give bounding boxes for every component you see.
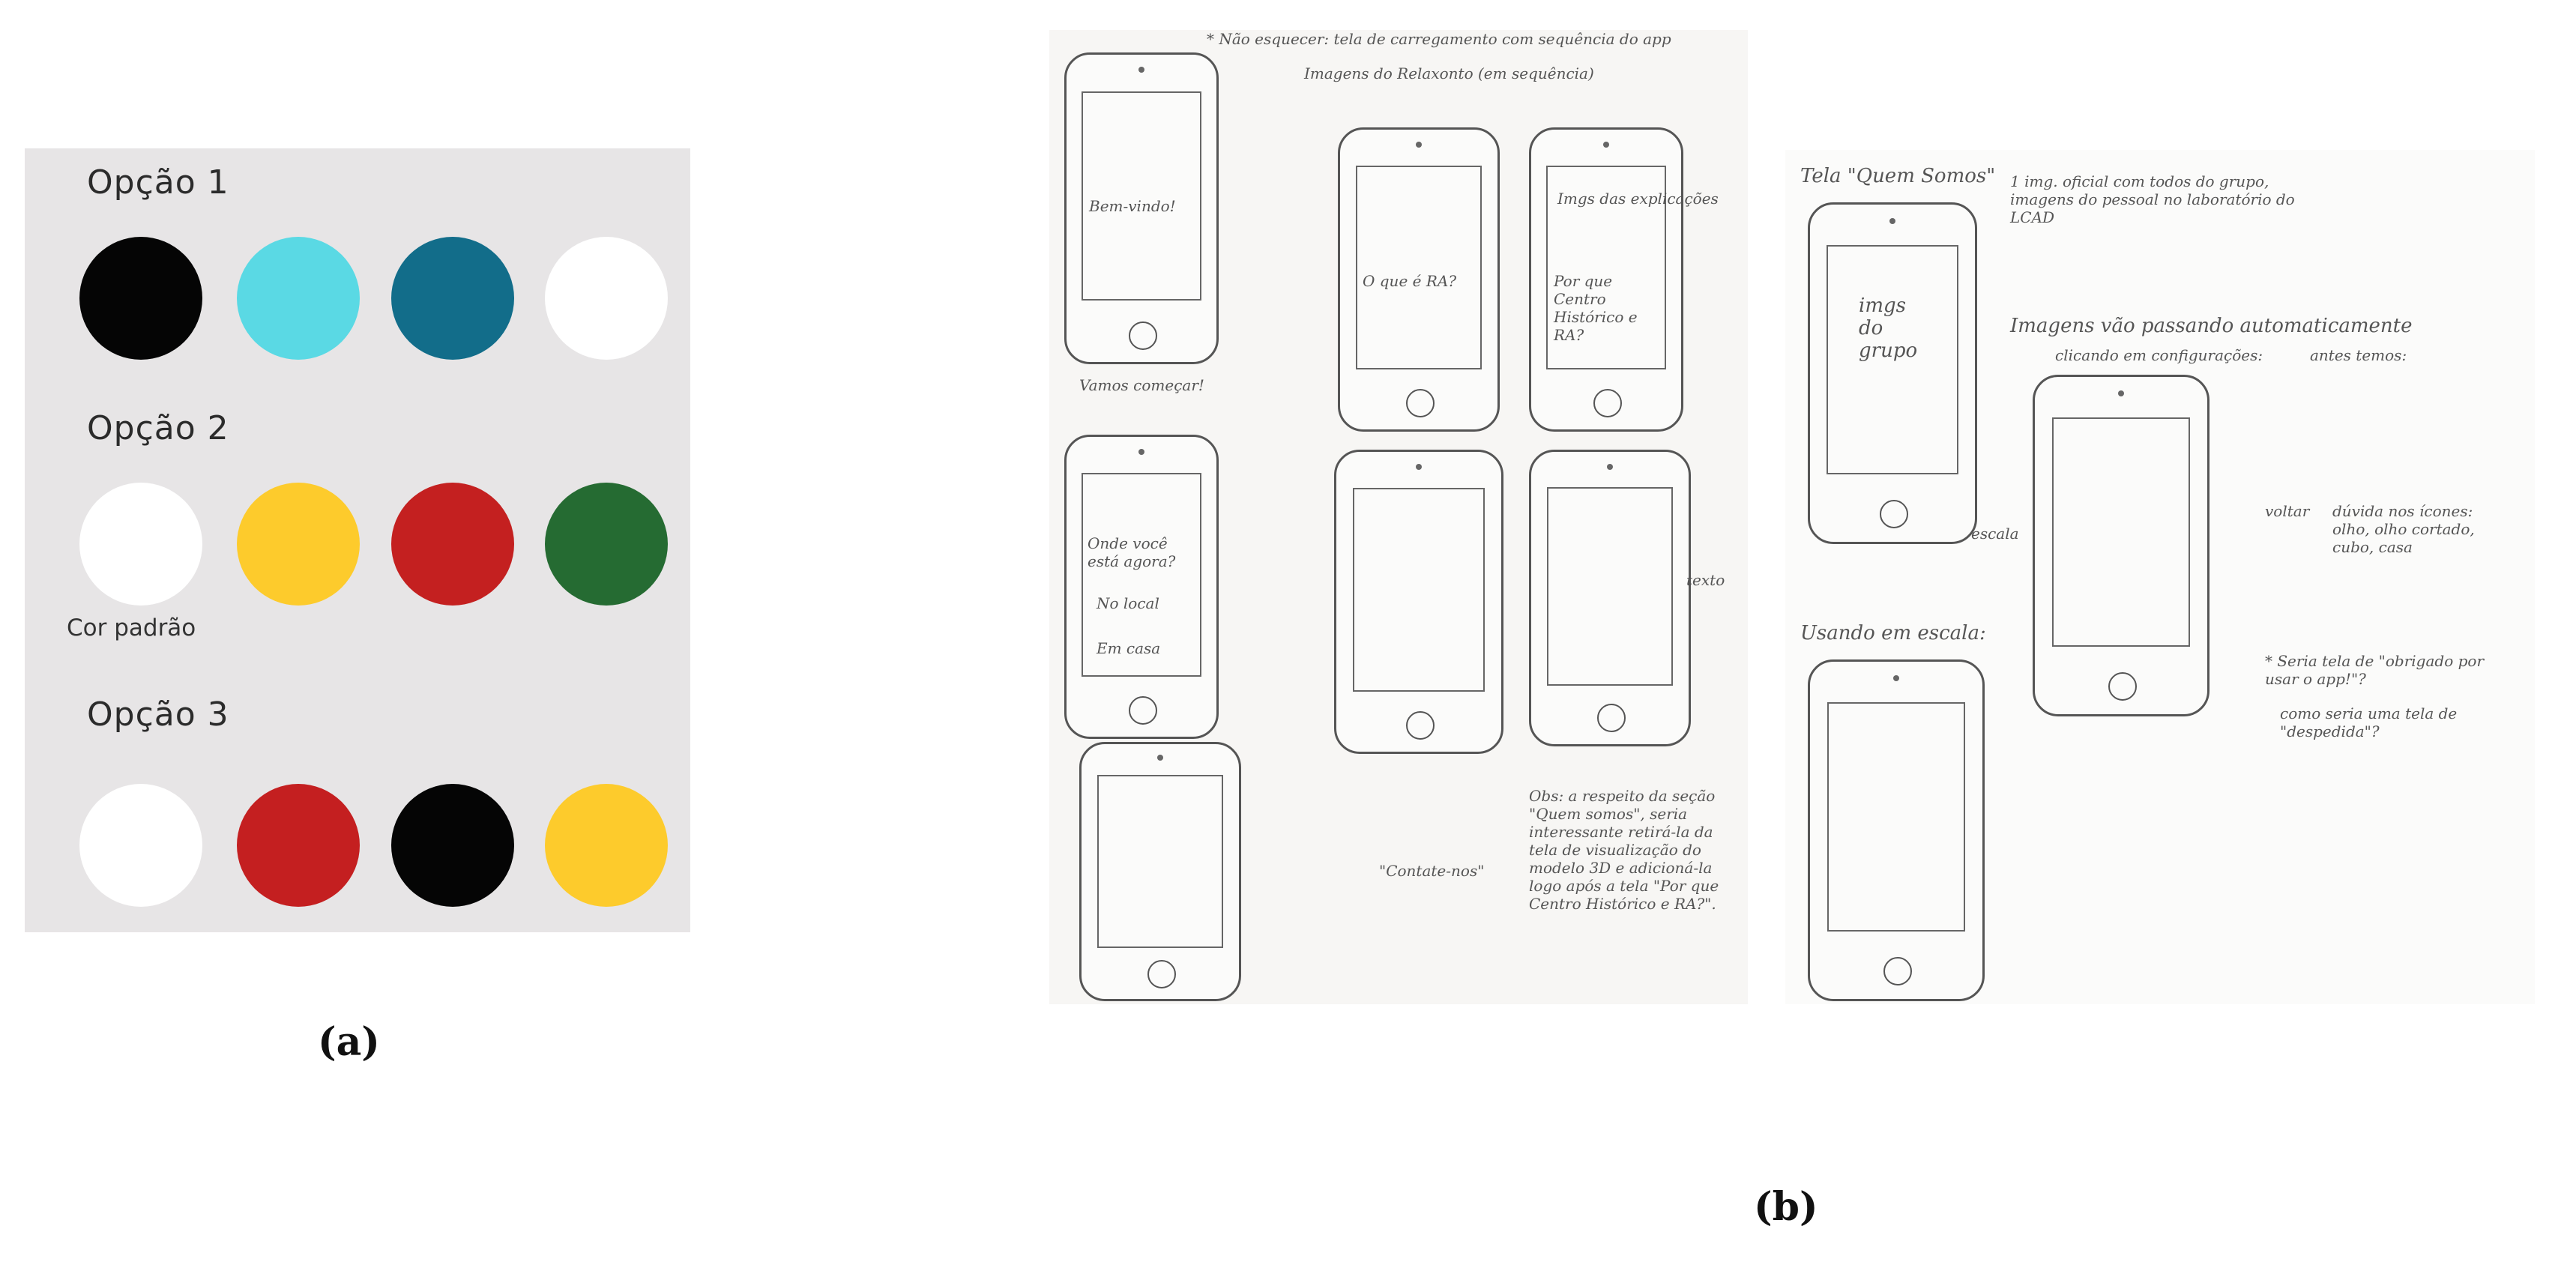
note-escala: escala — [1971, 525, 2019, 543]
speaker-dot — [2118, 390, 2124, 396]
phone-welcome-sketch: Bem-vindo! — [1064, 52, 1219, 364]
note-duvida: dúvida nos ícones: olho, olho cortado, c… — [2332, 502, 2475, 556]
color-swatch — [545, 784, 668, 907]
speaker-dot — [1893, 675, 1899, 681]
home-button-sketch — [1129, 696, 1157, 725]
note-vamos-comecar: Vamos começar! — [1079, 376, 1204, 394]
color-swatch — [79, 237, 202, 360]
note-usando-escala: Usando em escala: — [1800, 622, 1986, 644]
home-button-sketch — [1597, 704, 1626, 733]
color-swatch — [545, 237, 668, 360]
note-o-que-e-ra: O que é RA? — [1363, 272, 1457, 290]
home-button-sketch — [1593, 389, 1622, 417]
color-swatch — [237, 483, 360, 606]
note-imgs-explicacoes: Imgs das explicações — [1557, 190, 1719, 208]
speaker-dot — [1416, 464, 1422, 470]
speaker-dot — [1889, 218, 1895, 224]
color-swatch — [237, 784, 360, 907]
default-color-label: Cor padrão — [67, 615, 196, 641]
color-swatch — [391, 237, 514, 360]
note-clicando-config: clicando em configurações: — [2055, 346, 2263, 364]
phone-church-sketch — [1334, 450, 1503, 754]
phone-video-sketch — [1529, 450, 1691, 746]
phone-screen — [1356, 166, 1482, 369]
speaker-dot — [1138, 67, 1144, 73]
phone-quem-somos-sketch: imgs do grupo — [1808, 202, 1977, 544]
note-antes-temos: antes temos: — [2310, 346, 2407, 364]
option-2-title: Opção 2 — [87, 409, 229, 447]
note-texto: texto — [1686, 571, 1725, 589]
speaker-dot — [1416, 142, 1422, 148]
phone-screen — [1082, 91, 1201, 301]
note-bem-vindo: Bem-vindo! — [1089, 197, 1176, 215]
phone-screen — [1547, 486, 1673, 686]
phone-ra-sketch: O que é RA? — [1338, 127, 1500, 432]
note-tela-quem-somos: Tela "Quem Somos" — [1800, 165, 1996, 187]
caption-b: (b) — [1754, 1184, 1818, 1230]
phone-screen — [1353, 488, 1485, 692]
option-3-title: Opção 3 — [87, 695, 229, 734]
color-swatch — [79, 483, 202, 606]
note-imagens-passando: Imagens vão passando automaticamente — [2010, 315, 2413, 337]
note-imgs-do-grupo: imgs do grupo — [1859, 295, 1918, 362]
phone-screen — [2052, 417, 2190, 647]
note-onde-esta: Onde você está agora? — [1088, 534, 1176, 570]
sketch-sheet-left: * Não esquecer: tela de carregamento com… — [1049, 30, 1748, 1004]
note-img-relaxed: Imagens do Relaxonto (em sequência) — [1304, 64, 1594, 82]
sketch-sheet-right: Tela "Quem Somos" 1 img. oficial com tod… — [1785, 150, 2535, 1004]
phone-scale-sketch — [1808, 659, 1985, 1001]
phone-screen — [1546, 166, 1666, 369]
color-palette-panel: Opção 1 Opção 2 Cor padrão Opção 3 — [25, 148, 690, 932]
note-obs: Obs: a respeito da seção "Quem somos", s… — [1529, 787, 1719, 913]
note-por-que: Por que Centro Histórico e RA? — [1554, 272, 1638, 344]
phone-camera-sketch — [1079, 742, 1241, 1001]
phone-config-sketch — [2033, 375, 2209, 716]
note-voltar: voltar — [2265, 502, 2310, 520]
color-swatch — [545, 483, 668, 606]
speaker-dot — [1157, 754, 1163, 761]
speaker-dot — [1607, 463, 1613, 470]
home-button-sketch — [1129, 321, 1157, 350]
color-swatch — [237, 237, 360, 360]
phone-why-sketch: Imgs das explicações Por que Centro Hist… — [1529, 127, 1719, 432]
option-1-title: Opção 1 — [87, 163, 229, 202]
home-button-sketch — [1880, 500, 1908, 528]
phone-screen — [1097, 774, 1223, 948]
speaker-dot — [1603, 142, 1609, 148]
color-swatch — [391, 784, 514, 907]
note-contate-nos: "Contate-nos" — [1379, 862, 1485, 880]
home-button-sketch — [2108, 672, 2137, 701]
phone-screen — [1827, 245, 1958, 474]
caption-a: (a) — [318, 1019, 380, 1065]
phone-screen — [1082, 473, 1201, 677]
note-no-local: No local — [1097, 594, 1159, 612]
note-header: * Não esquecer: tela de carregamento com… — [1207, 30, 1671, 48]
note-despedida: como seria uma tela de "despedida"? — [2280, 704, 2458, 740]
speaker-dot — [1138, 449, 1144, 455]
note-obrigado: * Seria tela de "obrigado por usar o app… — [2265, 652, 2485, 688]
note-em-casa: Em casa — [1097, 639, 1161, 657]
home-button-sketch — [1883, 957, 1912, 985]
phone-screen — [1827, 702, 1965, 932]
phone-location-sketch: Onde você está agora? No local Em casa — [1064, 435, 1219, 739]
home-button-sketch — [1406, 711, 1435, 740]
color-swatch — [79, 784, 202, 907]
home-button-sketch — [1406, 389, 1435, 417]
color-swatch — [391, 483, 514, 606]
home-button-sketch — [1147, 960, 1176, 989]
note-img-oficial: 1 img. oficial com todos do grupo, image… — [2010, 172, 2295, 226]
